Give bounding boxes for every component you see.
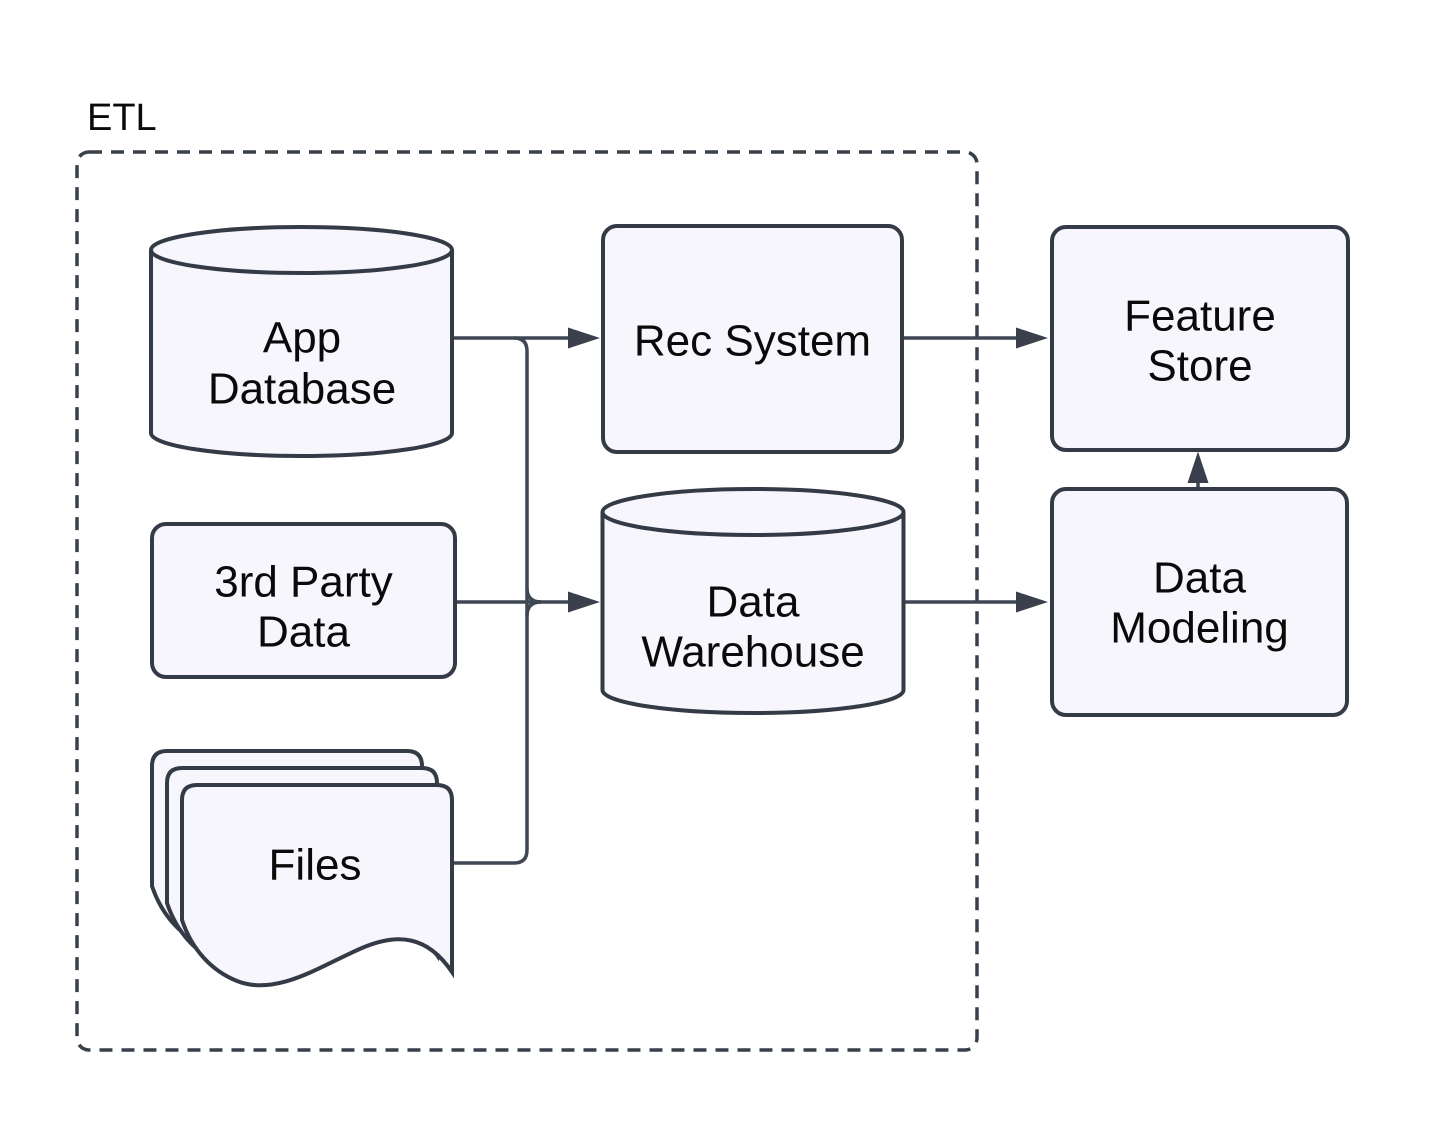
data-modeling-label-line2: Modeling bbox=[1110, 604, 1289, 653]
node-third-party-data: 3rd Party Data bbox=[150, 522, 457, 679]
arrowhead-into-feature-store bbox=[1016, 327, 1048, 349]
feature-store-box bbox=[1050, 225, 1350, 452]
edge-merged-trunk bbox=[453, 336, 529, 865]
database-cylinder-shape bbox=[149, 225, 454, 458]
third-party-data-box bbox=[150, 522, 457, 679]
rec-system-box bbox=[601, 224, 904, 454]
node-feature-store: Feature Store bbox=[1050, 225, 1350, 452]
data-modeling-box bbox=[1050, 487, 1349, 717]
edges-layer bbox=[453, 327, 1209, 865]
database-cylinder-rim bbox=[149, 249, 454, 275]
arrowhead-into-rec-system bbox=[568, 327, 600, 349]
data-warehouse-label-line2: Warehouse bbox=[641, 628, 864, 677]
rec-system-label: Rec System bbox=[634, 317, 871, 366]
third-party-label-line2: Data bbox=[257, 608, 350, 657]
data-warehouse-label-line1: Data bbox=[707, 578, 800, 627]
data-modeling-label-line1: Data bbox=[1153, 554, 1246, 603]
feature-store-label-line1: Feature bbox=[1124, 292, 1276, 341]
node-data-warehouse: Data Warehouse bbox=[600, 487, 906, 715]
arrowhead-up-into-feature-store bbox=[1187, 451, 1209, 483]
node-app-database: App Database bbox=[149, 225, 454, 458]
node-files: Files bbox=[150, 749, 454, 988]
trunk-fillet-top bbox=[525, 587, 542, 604]
warehouse-cylinder-shape bbox=[600, 487, 906, 715]
arrowhead-into-data-warehouse bbox=[568, 591, 600, 613]
trunk-fillet-bottom bbox=[525, 600, 542, 617]
files-label: Files bbox=[269, 841, 362, 890]
etl-boundary-label: ETL bbox=[87, 97, 157, 139]
app-database-label-line1: App bbox=[263, 314, 341, 363]
warehouse-cylinder-rim bbox=[600, 511, 906, 537]
app-database-label-line2: Database bbox=[208, 365, 396, 414]
third-party-label-line1: 3rd Party bbox=[214, 558, 393, 607]
node-rec-system: Rec System bbox=[601, 224, 904, 454]
arrowhead-into-data-modeling bbox=[1016, 591, 1048, 613]
feature-store-label-line2: Store bbox=[1147, 342, 1252, 391]
document-page-front bbox=[180, 783, 454, 988]
node-data-modeling: Data Modeling bbox=[1050, 487, 1349, 717]
